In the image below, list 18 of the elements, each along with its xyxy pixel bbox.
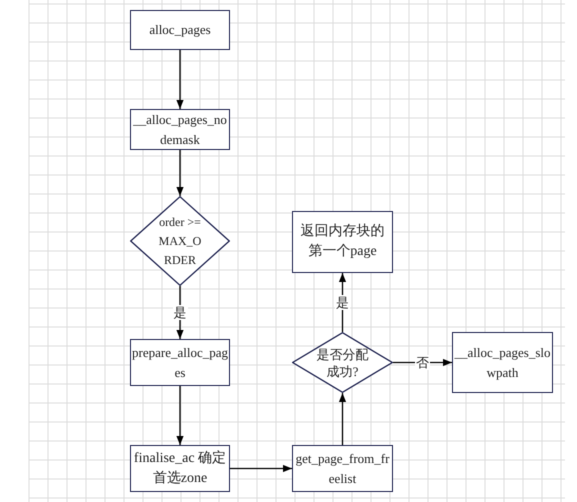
decision-diamond: 是否分配成功? bbox=[292, 332, 393, 393]
process-box: __alloc_pages_slowpath bbox=[452, 332, 553, 393]
edge-label: 是 bbox=[172, 305, 188, 320]
arrow bbox=[176, 386, 184, 445]
edge-label: 否 bbox=[415, 355, 430, 370]
arrow bbox=[338, 393, 346, 445]
arrow bbox=[230, 464, 292, 472]
process-box: finalise_ac 确定首选zone bbox=[130, 445, 230, 492]
process-box: alloc_pages bbox=[130, 10, 230, 50]
decision-diamond: order >= MAX_ORDER bbox=[130, 196, 230, 286]
arrow bbox=[176, 150, 184, 196]
process-box: prepare_alloc_pages bbox=[130, 339, 230, 386]
arrow bbox=[393, 358, 452, 366]
process-box: get_page_from_freelist bbox=[292, 445, 393, 492]
edge-label: 是 bbox=[335, 295, 350, 310]
process-box: 返回内存块的第一个page bbox=[292, 211, 393, 273]
process-box: __alloc_pages_nodemask bbox=[130, 109, 230, 150]
arrow bbox=[176, 50, 184, 109]
